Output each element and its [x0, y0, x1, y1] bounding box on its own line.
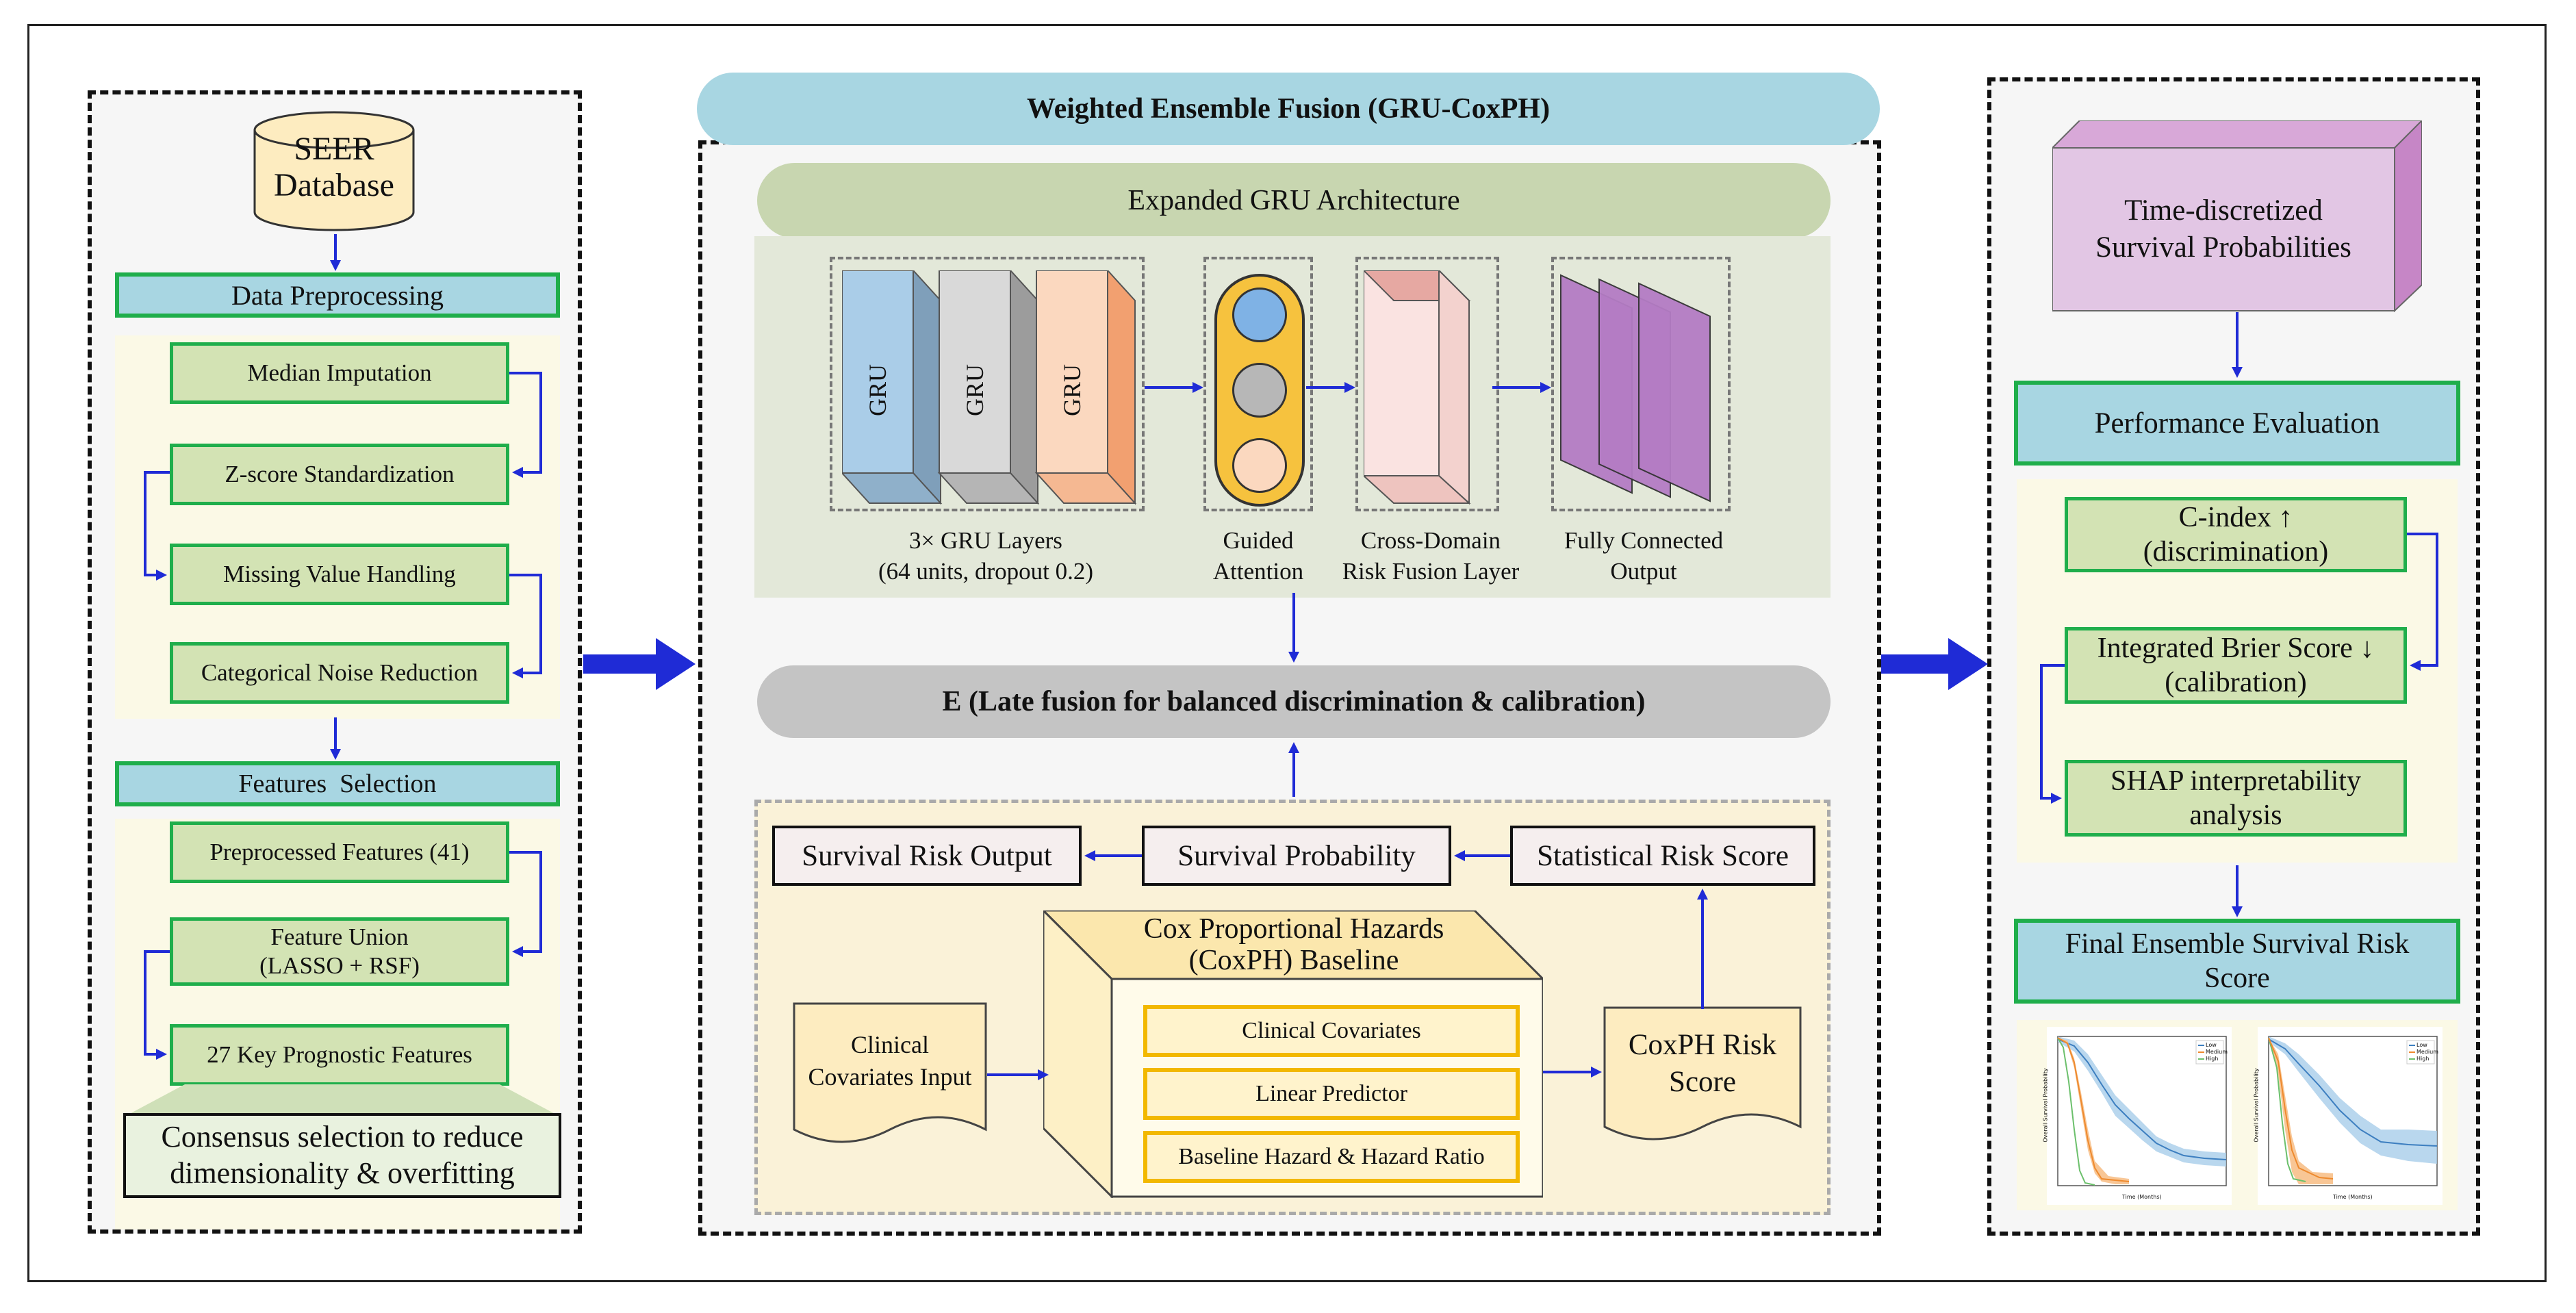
zscore-standardization-step: Z-score Standardization	[170, 444, 509, 505]
time-discretized-label: Time-discretized Survival Probabilities	[2095, 194, 2351, 264]
seer-database-cylinder	[252, 110, 416, 233]
fusion-group	[1355, 257, 1499, 511]
gru-layers-caption: 3× GRU Layers (64 units, dropout 0.2)	[878, 526, 1093, 585]
arrow-union-to-key	[144, 950, 170, 1060]
fusion-layer-shape	[1362, 268, 1471, 505]
fc-layers-shape	[1560, 274, 1711, 502]
key-prognostic-features-step: 27 Key Prognostic Features	[170, 1024, 509, 1086]
survival-probability-box: Survival Probability	[1142, 826, 1451, 886]
fc-block	[1558, 267, 1729, 510]
fusion-block	[1362, 268, 1494, 510]
big-arrow-center-to-right	[1881, 638, 1988, 690]
features-selection-header: Features Selection	[115, 761, 560, 806]
arrow-brier-to-shap	[2040, 664, 2065, 804]
shap-analysis-metric: SHAP interpretability analysis	[2065, 760, 2407, 837]
attention-node-3-icon	[1232, 438, 1287, 493]
trapezoid-shape	[123, 1084, 561, 1117]
coxph-risk-doc	[1603, 1006, 1802, 1150]
arrow-zscore-to-missing	[144, 471, 170, 581]
brier-score-metric: Integrated Brier Score ↓ (calibration)	[2065, 627, 2407, 704]
cube-shape	[2050, 118, 2424, 313]
seer-database-label: SEER Database	[274, 131, 394, 203]
gru-architecture-title: Expanded GRU Architecture	[757, 163, 1831, 238]
arrow-preprocessed-to-union	[509, 851, 542, 957]
km2-legend-low: Low	[2416, 1042, 2427, 1048]
consensus-note: Consensus selection to reduce dimensiona…	[123, 1113, 561, 1198]
gru-layers-block	[840, 268, 1143, 510]
km1-legend-high: High	[2206, 1056, 2219, 1062]
km-plot-1: Low Medium High Time (Months) Overall Su…	[2043, 1027, 2232, 1205]
late-fusion-bar: E (Late fusion for balanced discriminati…	[757, 665, 1831, 738]
fc-group	[1551, 257, 1731, 511]
km1-legend-medium: Medium	[2206, 1049, 2228, 1055]
document-icon	[1603, 1006, 1802, 1140]
feature-union-step: Feature Union (LASSO + RSF)	[170, 917, 509, 986]
missing-value-handling-step: Missing Value Handling	[170, 544, 509, 605]
statistical-risk-score-box: Statistical Risk Score	[1510, 826, 1815, 886]
attention-node-2-icon	[1232, 363, 1287, 418]
preprocessed-features-step: Preprocessed Features (41)	[170, 821, 509, 883]
c-index-metric: C-index ↑ (discrimination)	[2065, 497, 2407, 572]
km2-xlabel: Time (Months)	[2333, 1194, 2373, 1200]
survival-risk-output-box: Survival Risk Output	[772, 826, 1082, 886]
weighted-ensemble-title: Weighted Ensemble Fusion (GRU-CoxPH)	[697, 73, 1880, 145]
coxph-risk-label: CoxPH Risk Score	[1628, 1029, 1777, 1098]
clinical-input-doc	[793, 1002, 987, 1153]
km1-xlabel: Time (Months)	[2122, 1194, 2162, 1200]
fusion-caption: Cross-Domain Risk Fusion Layer	[1342, 526, 1520, 585]
cox-title: Cox Proportional Hazards (CoxPH) Baselin…	[1143, 913, 1444, 976]
cox-item-linear-predictor: Linear Predictor	[1143, 1068, 1520, 1120]
fc-caption: Fully Connected Output	[1564, 526, 1724, 585]
arrow-cindex-to-brier	[2407, 533, 2438, 671]
consensus-trapezoid	[123, 1084, 561, 1117]
arrow-missing-to-categorical	[509, 574, 542, 678]
document-icon	[793, 1002, 987, 1143]
km2-legend-medium: Medium	[2416, 1049, 2438, 1055]
cox-item-baseline-hazard: Baseline Hazard & Hazard Ratio	[1143, 1131, 1520, 1183]
big-arrow-left-to-center	[583, 638, 696, 690]
time-discretized-box	[2050, 118, 2424, 313]
km-plot-2: Low Medium High Time (Months) Overall Su…	[2254, 1027, 2443, 1205]
attention-caption: Guided Attention	[1212, 526, 1304, 585]
km1-legend-low: Low	[2206, 1042, 2217, 1048]
arrow-median-to-zscore	[509, 372, 542, 478]
gru-layers-shape	[840, 268, 1137, 505]
clinical-input-label: Clinical Covariates Input	[808, 1031, 972, 1091]
attention-group	[1203, 257, 1313, 511]
attention-node-1-icon	[1232, 288, 1287, 342]
performance-evaluation-header: Performance Evaluation	[2014, 381, 2460, 466]
cox-item-clinical-covariates: Clinical Covariates	[1143, 1005, 1520, 1057]
outer-frame	[27, 24, 2547, 1282]
cylinder-icon	[253, 111, 415, 231]
final-ensemble-header: Final Ensemble Survival Risk Score	[2014, 919, 2460, 1004]
median-imputation-step: Median Imputation	[170, 342, 509, 404]
km-curves-1	[2057, 1036, 2227, 1186]
gru-layers-group	[830, 257, 1145, 511]
km2-legend-high: High	[2416, 1056, 2430, 1062]
categorical-noise-reduction-step: Categorical Noise Reduction	[170, 642, 509, 704]
data-preprocessing-header: Data Preprocessing	[115, 272, 560, 318]
km-curves-2	[2268, 1036, 2438, 1186]
